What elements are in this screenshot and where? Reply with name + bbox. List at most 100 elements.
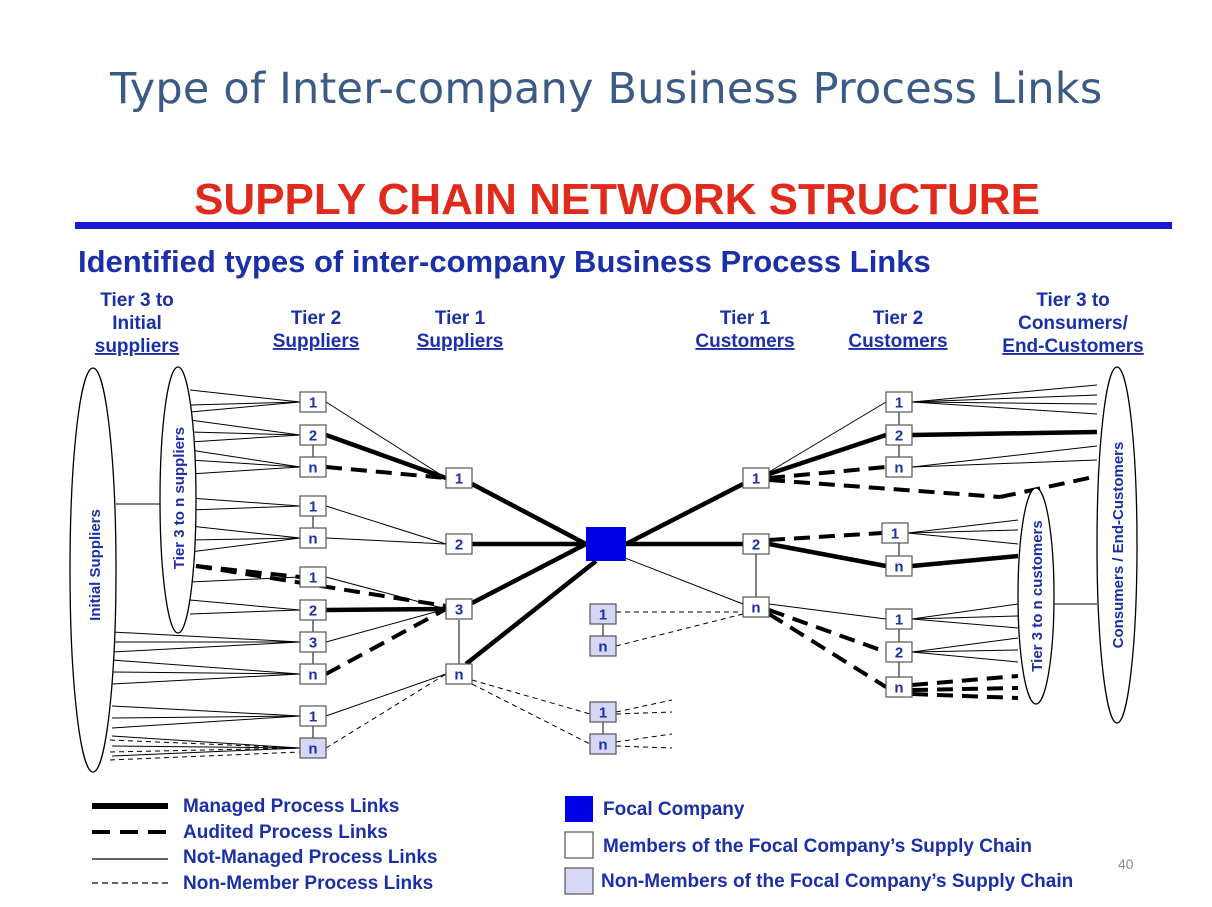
legend-focal-label: Focal Company [603, 799, 745, 820]
tier2-customer-node: n [885, 456, 913, 478]
nonmember-process-link [109, 751, 301, 761]
nonmember-process-link [615, 613, 744, 647]
plain-process-link [619, 555, 744, 605]
header-tier3-initial-line1: Tier 3 to [100, 290, 174, 311]
tier2-supplier-node-label: 2 [309, 603, 317, 620]
audited-process-link [768, 465, 887, 480]
audited-process-link [195, 564, 301, 579]
tier1-supplier-node: 1 [445, 467, 473, 489]
plain-process-link [907, 532, 1019, 545]
tier2-supplier-node: n [299, 456, 327, 478]
audited-process-link [768, 608, 887, 654]
legend-managed-label: Managed Process Links [183, 796, 399, 817]
audited-process-link [768, 531, 883, 542]
legend-members-swatch [564, 831, 594, 859]
tier2-supplier-node: 2 [299, 599, 327, 621]
legend-non-members-swatch [564, 867, 594, 895]
tier3-to-n-suppliers-label: Tier 3 to n suppliers [171, 427, 188, 569]
managed-process-link [911, 429, 1098, 438]
managed-process-link [768, 541, 887, 569]
plain-process-link [911, 401, 1098, 405]
tier2-supplier-node-label: 1 [309, 570, 317, 587]
diagram-subtitle: Identified types of inter-company Busine… [78, 244, 931, 279]
plain-process-link [189, 434, 301, 443]
plain-process-link [189, 537, 301, 553]
initial-suppliers-label: Initial Suppliers [87, 509, 104, 621]
tier2-customer-node-label: 2 [895, 428, 903, 445]
plain-process-link [325, 505, 447, 545]
header-tier2-suppliers-line2: Suppliers [273, 331, 360, 352]
tier2-supplier-node-label: 2 [309, 428, 317, 445]
nonmember-process-link [109, 739, 301, 749]
plain-process-link [111, 735, 301, 749]
plain-process-link [907, 519, 1019, 534]
plain-process-link [189, 537, 301, 541]
header-tier1-suppliers-line2: Suppliers [417, 331, 504, 352]
plain-process-link [911, 401, 1098, 415]
non-member-node-label: 1 [599, 607, 607, 624]
tier1-supplier-node-label: 3 [455, 602, 463, 619]
non-member-node-label: n [598, 639, 607, 656]
plain-process-link [189, 497, 301, 507]
tier2-customer-node-label: 1 [895, 395, 903, 412]
tier1-customer-node: n [742, 596, 770, 618]
plain-process-link [111, 715, 301, 719]
tier2-customer-node: 2 [885, 641, 913, 663]
plain-process-link [911, 603, 1019, 620]
managed-process-link [464, 559, 598, 666]
tier2-supplier-node-label: n [308, 460, 317, 477]
plain-process-link [189, 401, 301, 413]
nonmember-process-link [615, 711, 673, 715]
managed-process-link [325, 432, 447, 481]
tier2-supplier-node: n [299, 527, 327, 549]
tier2-supplier-node: 2 [299, 424, 327, 446]
plain-process-link [189, 505, 301, 511]
plain-process-link [111, 705, 301, 717]
tier1-supplier-node: n [445, 663, 473, 685]
tier2-customer-node-label: 1 [891, 526, 899, 543]
audited-process-link [767, 612, 888, 689]
tier3-to-n-suppliers-ellipse [159, 366, 197, 634]
plain-process-link [189, 401, 301, 406]
plain-process-link [189, 459, 301, 468]
plain-process-link [325, 401, 447, 479]
tier2-customer-node: 1 [885, 608, 913, 630]
managed-process-link [470, 542, 588, 605]
tier1-supplier-node-label: 2 [455, 537, 463, 554]
tier2-customer-node-label: n [894, 559, 903, 576]
tier1-supplier-node-label: 1 [455, 471, 463, 488]
plain-process-link [911, 615, 1019, 620]
managed-process-link [768, 432, 887, 477]
legend-audited-label: Audited Process Links [183, 822, 388, 843]
plain-process-link [911, 637, 1019, 653]
audited-process-link [911, 674, 1019, 687]
plain-process-link [111, 631, 301, 643]
audited-process-link [325, 465, 447, 480]
plain-process-link [189, 525, 301, 539]
tier2-supplier-node: 1 [299, 566, 327, 588]
tier2-supplier-node: n [299, 663, 327, 685]
header-tier3-consumers-line2: Consumers/ [1018, 313, 1129, 334]
tier1-supplier-node: 3 [445, 598, 473, 620]
ellipses: Initial Suppliers Tier 3 to n suppliers … [69, 366, 1138, 773]
legend-non-member-label: Non-Member Process Links [183, 873, 433, 894]
nonmember-process-link [325, 673, 447, 749]
non-member-node-label: n [598, 737, 607, 754]
plain-process-link [189, 419, 301, 436]
plain-process-link [911, 649, 1019, 653]
tier2-supplier-node-label: 1 [309, 499, 317, 516]
plain-process-link [189, 449, 301, 468]
tier2-customer-node: 1 [881, 522, 909, 544]
tier1-customer-node-label: n [751, 600, 760, 617]
managed-process-link [325, 606, 447, 613]
tier2-supplier-node: 1 [299, 391, 327, 413]
managed-process-link [470, 482, 588, 546]
non-member-node: n [589, 635, 617, 657]
tier2-supplier-node-label: n [308, 531, 317, 548]
tier1-customer-node: 2 [742, 533, 770, 555]
non-member-node: n [589, 733, 617, 755]
managed-process-link [624, 481, 745, 547]
tier2-supplier-node: 1 [299, 705, 327, 727]
